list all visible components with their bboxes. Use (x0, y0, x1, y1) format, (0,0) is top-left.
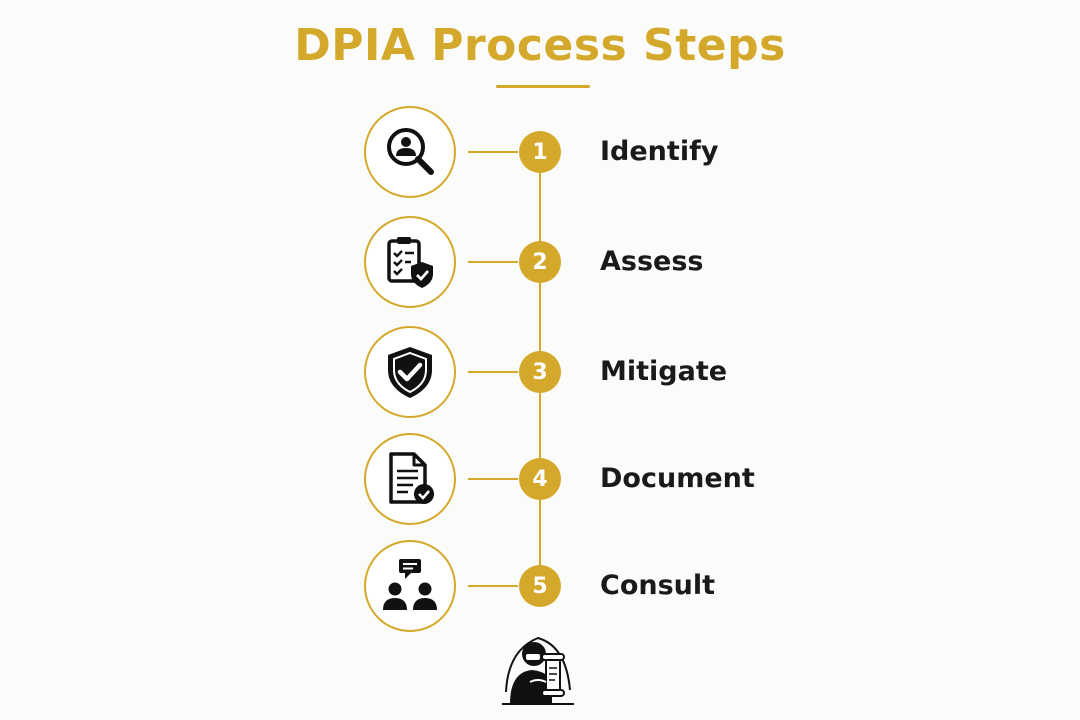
step-2-icon-circle (364, 216, 456, 308)
step-1-number-badge: 1 (519, 131, 561, 173)
step-4: 4 Document (0, 433, 1080, 529)
document-check-icon (389, 452, 434, 504)
step-4-number-badge: 4 (519, 458, 561, 500)
clipboard-shield-icon (387, 237, 433, 288)
step-2-number-badge: 2 (519, 241, 561, 283)
shield-check-icon (388, 347, 432, 398)
search-person-icon (387, 128, 434, 175)
step-5: 5 Consult (0, 540, 1080, 636)
title-underline (496, 85, 590, 88)
page-title: DPIA Process Steps (294, 20, 786, 71)
step-5-connector (468, 585, 518, 587)
step-3: 3 Mitigate (0, 326, 1080, 422)
step-5-label: Consult (600, 570, 716, 601)
step-1-icon-circle (364, 106, 456, 198)
step-3-connector (468, 371, 518, 373)
step-2: 2 Assess (0, 216, 1080, 312)
step-3-number-badge: 3 (519, 351, 561, 393)
step-2-connector (468, 261, 518, 263)
person-with-scroll-icon (502, 636, 574, 705)
step-1-connector (468, 151, 518, 153)
step-4-icon-circle (364, 433, 456, 525)
step-3-icon-circle (364, 326, 456, 418)
step-1: 1 Identify (0, 106, 1080, 202)
step-5-icon-circle (364, 540, 456, 632)
step-1-label: Identify (600, 136, 719, 167)
people-chat-icon (383, 559, 437, 610)
step-4-connector (468, 478, 518, 480)
step-4-label: Document (600, 463, 755, 494)
step-2-label: Assess (600, 246, 704, 277)
step-3-label: Mitigate (600, 356, 728, 387)
step-5-number-badge: 5 (519, 565, 561, 607)
